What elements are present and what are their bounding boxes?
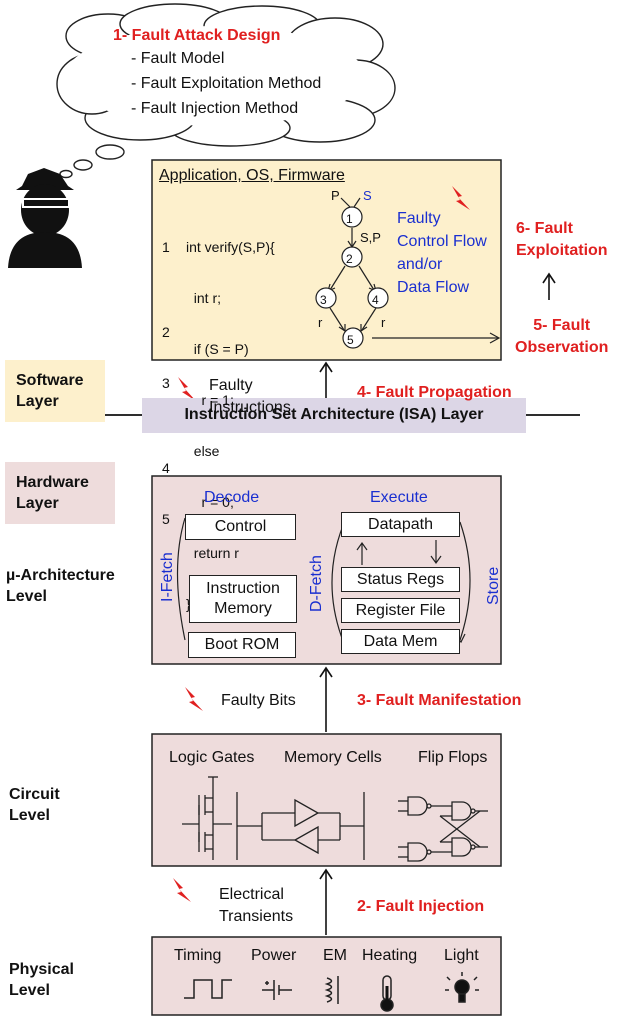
isa-layer-label: Instruction Set Architecture (ISA) Layer xyxy=(184,406,484,423)
attack-design-item-1: - Fault Model xyxy=(131,50,225,67)
code-listing: int verify(S,P){ int r; if (S = P) r = 1… xyxy=(186,239,275,612)
attack-design-title: 1- Fault Attack Design xyxy=(113,27,281,44)
cfg-node-4: 4 xyxy=(372,293,379,307)
timing-icon xyxy=(184,979,232,999)
code-line-numbers: 1 2 3 4 5 xyxy=(162,239,170,527)
data-mem-box: Data Mem xyxy=(341,629,460,654)
faulty-instructions-label: Faulty Instructions xyxy=(209,377,291,416)
execute-label: Execute xyxy=(370,489,428,506)
power-label: Power xyxy=(251,947,297,964)
hardware-layer-bg xyxy=(5,462,115,524)
heating-label: Heating xyxy=(362,947,418,964)
electrical-transients-label: Electrical Transients xyxy=(219,886,294,925)
isa-band xyxy=(142,398,526,433)
cfg-nodes xyxy=(315,206,389,349)
lightbulb-icon xyxy=(445,972,479,1003)
cfg-node-2: 2 xyxy=(346,252,353,266)
attack-design-item-3: - Fault Injection Method xyxy=(131,100,299,117)
timing-label: Timing xyxy=(174,947,222,964)
store-label: Store xyxy=(485,566,502,605)
logic-gates-label: Logic Gates xyxy=(169,749,255,766)
cfg-label-r-left: r xyxy=(318,315,323,330)
faulty-flow-text: Faulty Control Flow and/or Data Flow xyxy=(397,210,487,296)
power-icon xyxy=(262,980,292,1000)
cfg-label-r-right: r xyxy=(381,315,386,330)
instruction-memory-box: Instruction Memory xyxy=(189,575,297,623)
circuit-box xyxy=(151,733,502,867)
hardware-layer-label: Hardware Layer xyxy=(16,474,89,512)
thought-cloud xyxy=(56,3,396,179)
em-label: EM xyxy=(323,947,347,964)
attack-design-item-2: - Fault Exploitation Method xyxy=(131,75,322,92)
memory-cells-label: Memory Cells xyxy=(284,749,382,766)
physical-box xyxy=(151,936,502,1016)
layer-arrows xyxy=(319,272,556,935)
faulty-bits-label: Faulty Bits xyxy=(221,692,296,709)
boot-rom-box: Boot ROM xyxy=(188,632,296,658)
cfg-label-s: S xyxy=(363,188,372,203)
cfg-node-5: 5 xyxy=(347,333,354,347)
fault-observation-label: 5- Fault Observation xyxy=(515,317,609,356)
fault-injection-label: 2- Fault Injection xyxy=(357,898,485,915)
lightning-icons xyxy=(173,186,470,902)
fault-manifestation-label: 3- Fault Manifestation xyxy=(357,692,522,709)
thermometer-icon xyxy=(380,975,394,1012)
dfetch-label: D-Fetch xyxy=(308,555,325,612)
cfg-node-3: 3 xyxy=(320,293,327,307)
flip-flops-label: Flip Flops xyxy=(418,749,488,766)
light-label: Light xyxy=(444,947,479,964)
register-file-box: Register File xyxy=(341,598,460,623)
fault-propagation-label: 4- Fault Propagation xyxy=(357,384,512,401)
physical-level-label: Physical Level xyxy=(9,961,74,999)
circuit-level-label: Circuit Level xyxy=(9,786,60,824)
cfg-label-p: P xyxy=(331,188,340,203)
software-layer-bg xyxy=(5,360,105,422)
em-icon xyxy=(324,976,339,1004)
control-box: Control xyxy=(185,514,296,540)
cfg-node-1: 1 xyxy=(346,212,353,226)
control-flow-graph xyxy=(327,197,501,344)
datapath-box: Datapath xyxy=(341,512,460,537)
cfg-label-sp: S,P xyxy=(360,230,381,245)
uarch-level-label: µ-Architecture Level xyxy=(6,567,115,605)
ifetch-label: I-Fetch xyxy=(159,552,176,602)
software-title: Application, OS, Firmware xyxy=(159,167,345,184)
physical-icons xyxy=(184,972,479,1012)
decode-label: Decode xyxy=(204,489,260,506)
software-box xyxy=(151,159,502,361)
fault-exploitation-label: 6- Fault Exploitation xyxy=(516,220,608,259)
circuit-symbols xyxy=(182,776,488,862)
attacker-icon xyxy=(8,168,82,268)
status-regs-box: Status Regs xyxy=(341,567,460,592)
software-layer-label: Software Layer xyxy=(16,372,84,410)
